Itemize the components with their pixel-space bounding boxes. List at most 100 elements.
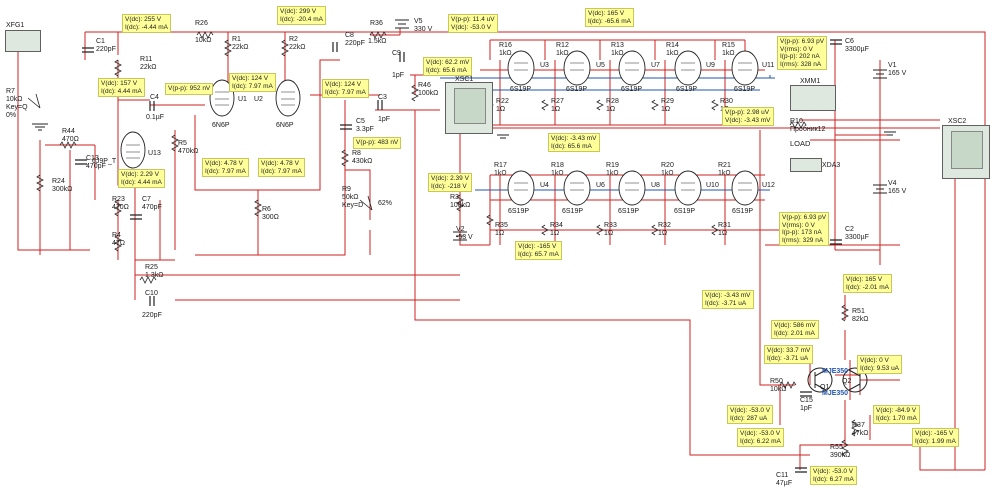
label-q2-type: MJE350 [822,390,849,397]
label-u2: U2 [254,96,263,103]
label-u12: U12 [762,182,775,189]
label-u13: 6J9P_T [92,158,117,165]
label-u8: U8 [651,182,660,189]
oscilloscope-xsc1[interactable] [445,82,493,134]
label-u3-type: 6S19P [510,86,532,93]
label-u5-type: 6S19P [566,86,588,93]
probe-7[interactable]: V(p-p): 952 nV [165,83,214,95]
oscilloscope-xsc2[interactable] [942,125,990,179]
label-c3: C3 [378,94,387,101]
label-c4: C4 [150,94,159,101]
label-r26: R26 [195,20,208,27]
label-u7-type: 6S19P [621,86,643,93]
label-c9: C9 [392,50,401,57]
label-u1: U1 [238,96,247,103]
label-u9-type: 6S19P [676,86,698,93]
multimeter-xmm1[interactable] [790,85,836,111]
label-u11: U11 [762,62,775,69]
function-generator-xfg1[interactable] [5,30,41,52]
probe-11[interactable]: V(p-p): 483 nV [353,137,402,149]
label-r36-value: 1.5kΩ [368,38,387,45]
label-u6-type: 6S19P [562,208,584,215]
distortion-analyzer-xda3[interactable] [790,158,822,172]
label-xsc1: XSC1 [455,76,474,83]
label-xda3: XDA3 [822,162,841,169]
label-q1: Q1 [820,384,830,391]
label-u6: U6 [596,182,605,189]
label-u9: U9 [706,62,715,69]
label-u13-ref: U13 [148,150,161,157]
label-u4: U4 [540,182,549,189]
label-c4-value: 0.1µF [146,114,165,121]
label-q2: Q2 [842,378,852,385]
label-xsc2: XSC2 [948,118,967,125]
label-u10-type: 6S19P [674,208,696,215]
label-v2: V2-53 V [456,226,473,241]
label-c3-value: 1pF [378,116,391,123]
label-u4-type: 6S19P [508,208,530,215]
label-u2-type: 6N6P [276,122,294,129]
